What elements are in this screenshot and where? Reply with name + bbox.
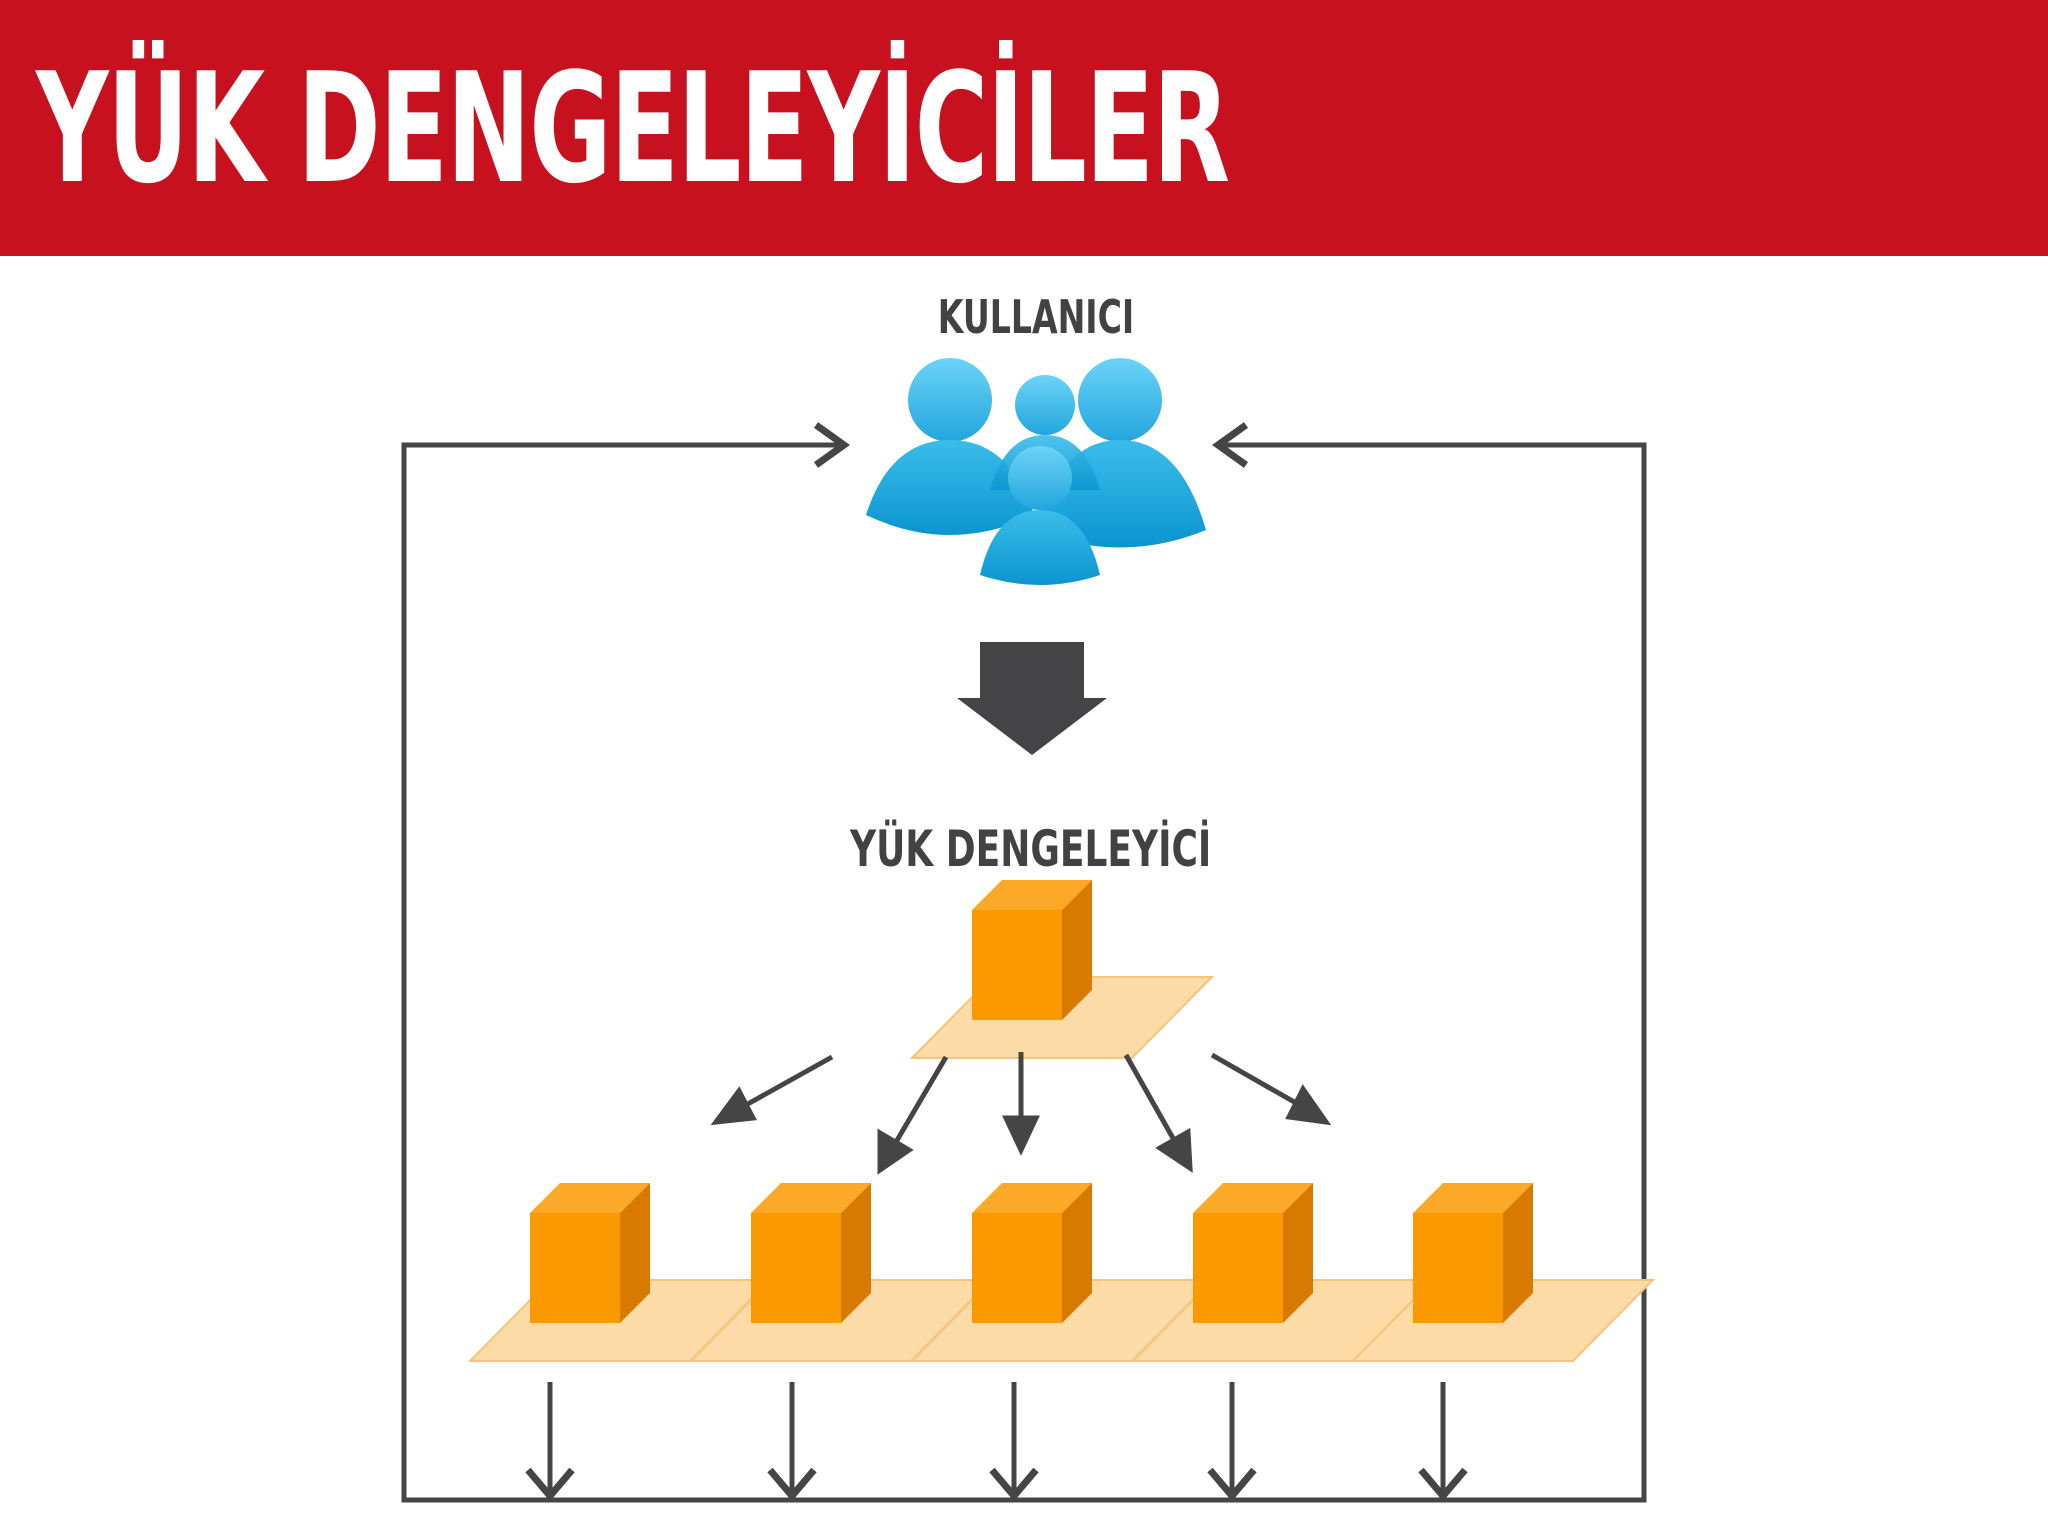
big-down-arrow-icon bbox=[957, 642, 1107, 755]
load-balancer-server-icon bbox=[911, 879, 1213, 1059]
users-icon bbox=[866, 358, 1206, 585]
response-arrows bbox=[525, 1382, 1468, 1502]
page-title: YÜK DENGELEYİCİLER bbox=[36, 40, 1230, 217]
title-banner: YÜK DENGELEYİCİLER bbox=[0, 0, 2048, 256]
load-balancer-label: YÜK DENGELEYİCİ bbox=[850, 820, 1212, 878]
backend-server-5 bbox=[1352, 1182, 1654, 1362]
feedback-loop bbox=[401, 422, 1647, 1503]
user-label: KULLANICI bbox=[937, 290, 1135, 344]
distribution-arrows bbox=[710, 1052, 1332, 1175]
